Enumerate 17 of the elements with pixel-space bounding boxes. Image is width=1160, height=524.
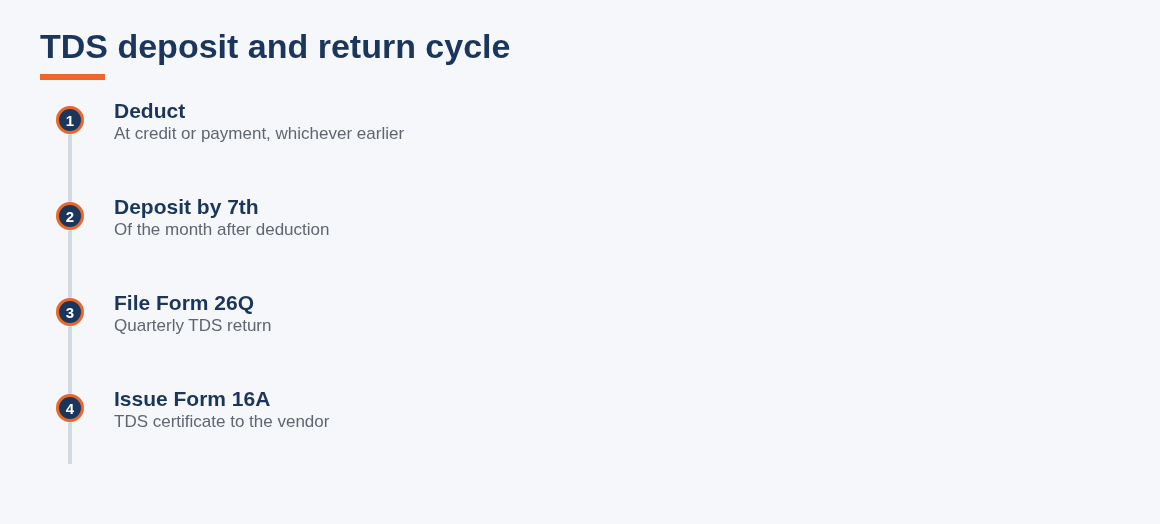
step-number-circle: 1 bbox=[56, 106, 84, 134]
timeline-connector bbox=[68, 134, 72, 202]
step-title: Deduct bbox=[114, 99, 186, 124]
step-description: Of the month after deduction bbox=[114, 220, 330, 240]
step-number-circle: 2 bbox=[56, 202, 84, 230]
timeline-connector bbox=[68, 422, 72, 464]
timeline-connector bbox=[68, 326, 72, 394]
step-title: Issue Form 16A bbox=[114, 387, 271, 412]
diagram-title: TDS deposit and return cycle bbox=[40, 27, 511, 67]
step-number-circle: 4 bbox=[56, 394, 84, 422]
step-title: File Form 26Q bbox=[114, 291, 255, 316]
step-title: Deposit by 7th bbox=[114, 195, 259, 220]
timeline-connector bbox=[68, 230, 72, 298]
step-description: Quarterly TDS return bbox=[114, 316, 272, 336]
step-description: TDS certificate to the vendor bbox=[114, 412, 330, 432]
step-number-circle: 3 bbox=[56, 298, 84, 326]
step-description: At credit or payment, whichever earlier bbox=[114, 124, 405, 144]
